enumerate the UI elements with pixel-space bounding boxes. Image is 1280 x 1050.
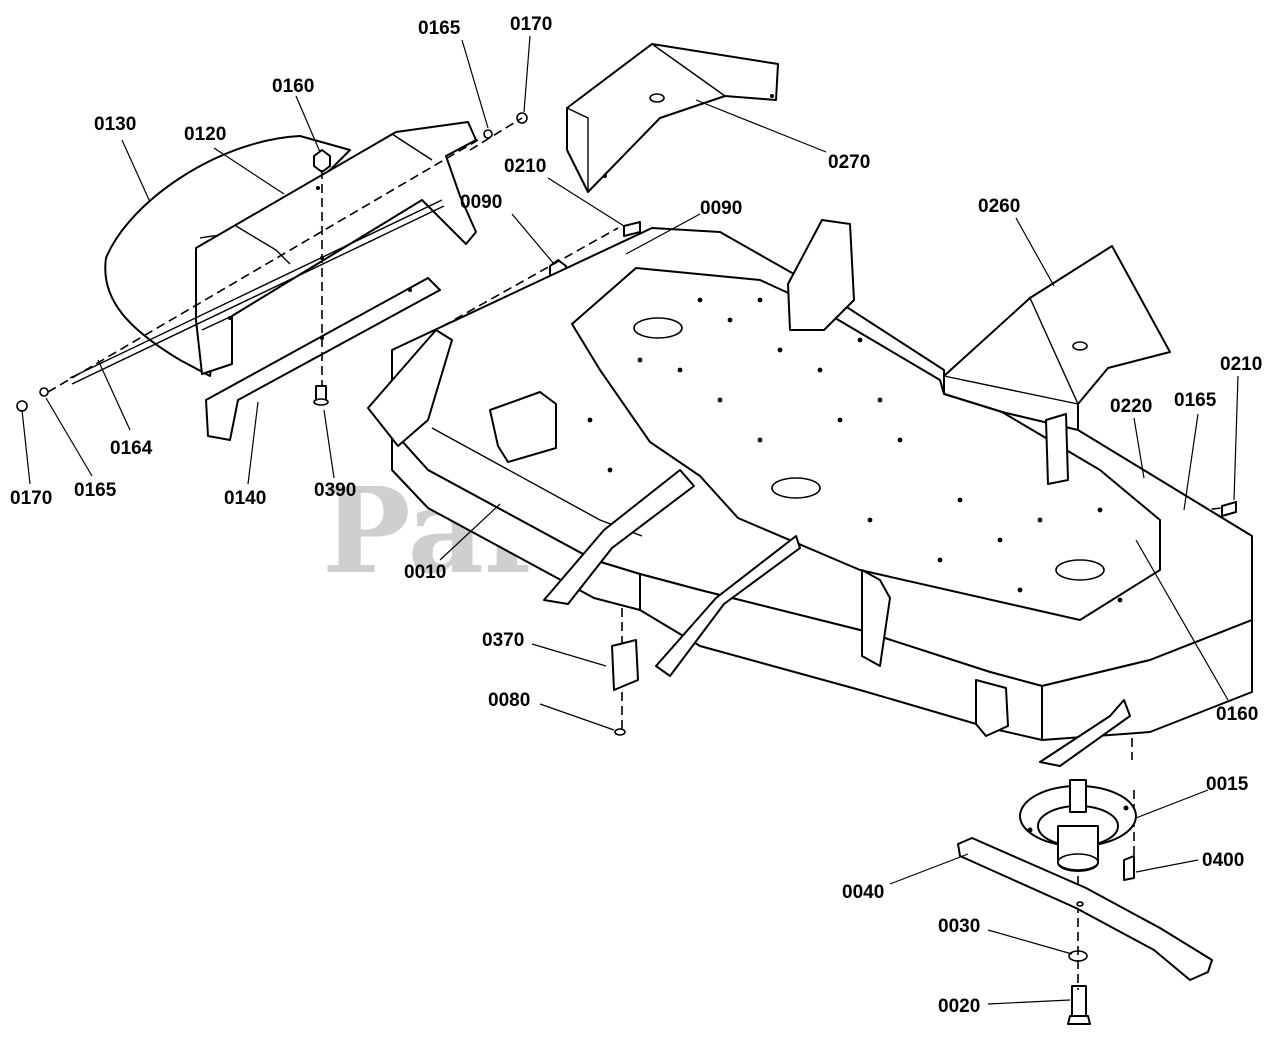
callout-0015: 0015 bbox=[1206, 774, 1249, 795]
callout-0030: 0030 bbox=[938, 916, 980, 937]
chute-bracket bbox=[195, 121, 477, 375]
callout-0140: 0140 bbox=[224, 488, 266, 509]
callout-0160-right: 0160 bbox=[1216, 704, 1258, 725]
callout-0270: 0270 bbox=[828, 152, 870, 173]
callout-0170-left: 0170 bbox=[10, 488, 52, 509]
callout-0040: 0040 bbox=[842, 882, 884, 903]
callout-0165-left: 0165 bbox=[74, 480, 117, 501]
spindle-assembly bbox=[1019, 779, 1137, 872]
callout-0220: 0220 bbox=[1110, 396, 1152, 417]
callout-0370: 0370 bbox=[482, 630, 524, 651]
mower-blade bbox=[957, 837, 1213, 981]
callout-0130: 0130 bbox=[94, 114, 136, 135]
callout-0165-right: 0165 bbox=[1174, 390, 1217, 411]
callout-0160-top: 0160 bbox=[272, 76, 314, 97]
callout-0090-right: 0090 bbox=[700, 198, 742, 219]
callout-0210-right: 0210 bbox=[1220, 354, 1262, 375]
callout-0164: 0164 bbox=[110, 438, 153, 459]
deck-holes bbox=[587, 297, 1123, 603]
callout-0120: 0120 bbox=[184, 124, 226, 145]
deflector-shield-top bbox=[566, 43, 779, 193]
callout-labels: 0130 0120 0160 0165 0170 0270 0210 0090 … bbox=[10, 14, 1262, 1017]
callout-0210-left: 0210 bbox=[504, 156, 546, 177]
callout-0170-top: 0170 bbox=[510, 14, 552, 35]
flat-strap bbox=[205, 277, 441, 441]
callout-0260: 0260 bbox=[978, 196, 1020, 217]
callout-0390: 0390 bbox=[314, 480, 356, 501]
callout-0400: 0400 bbox=[1202, 850, 1244, 871]
callout-0165-top: 0165 bbox=[418, 18, 461, 39]
chute-rod bbox=[69, 199, 445, 385]
callout-0090-left: 0090 bbox=[460, 192, 502, 213]
leader-lines bbox=[21, 35, 1239, 1005]
callout-0080: 0080 bbox=[488, 690, 530, 711]
callout-0020: 0020 bbox=[938, 996, 980, 1017]
callout-0010: 0010 bbox=[404, 562, 446, 583]
